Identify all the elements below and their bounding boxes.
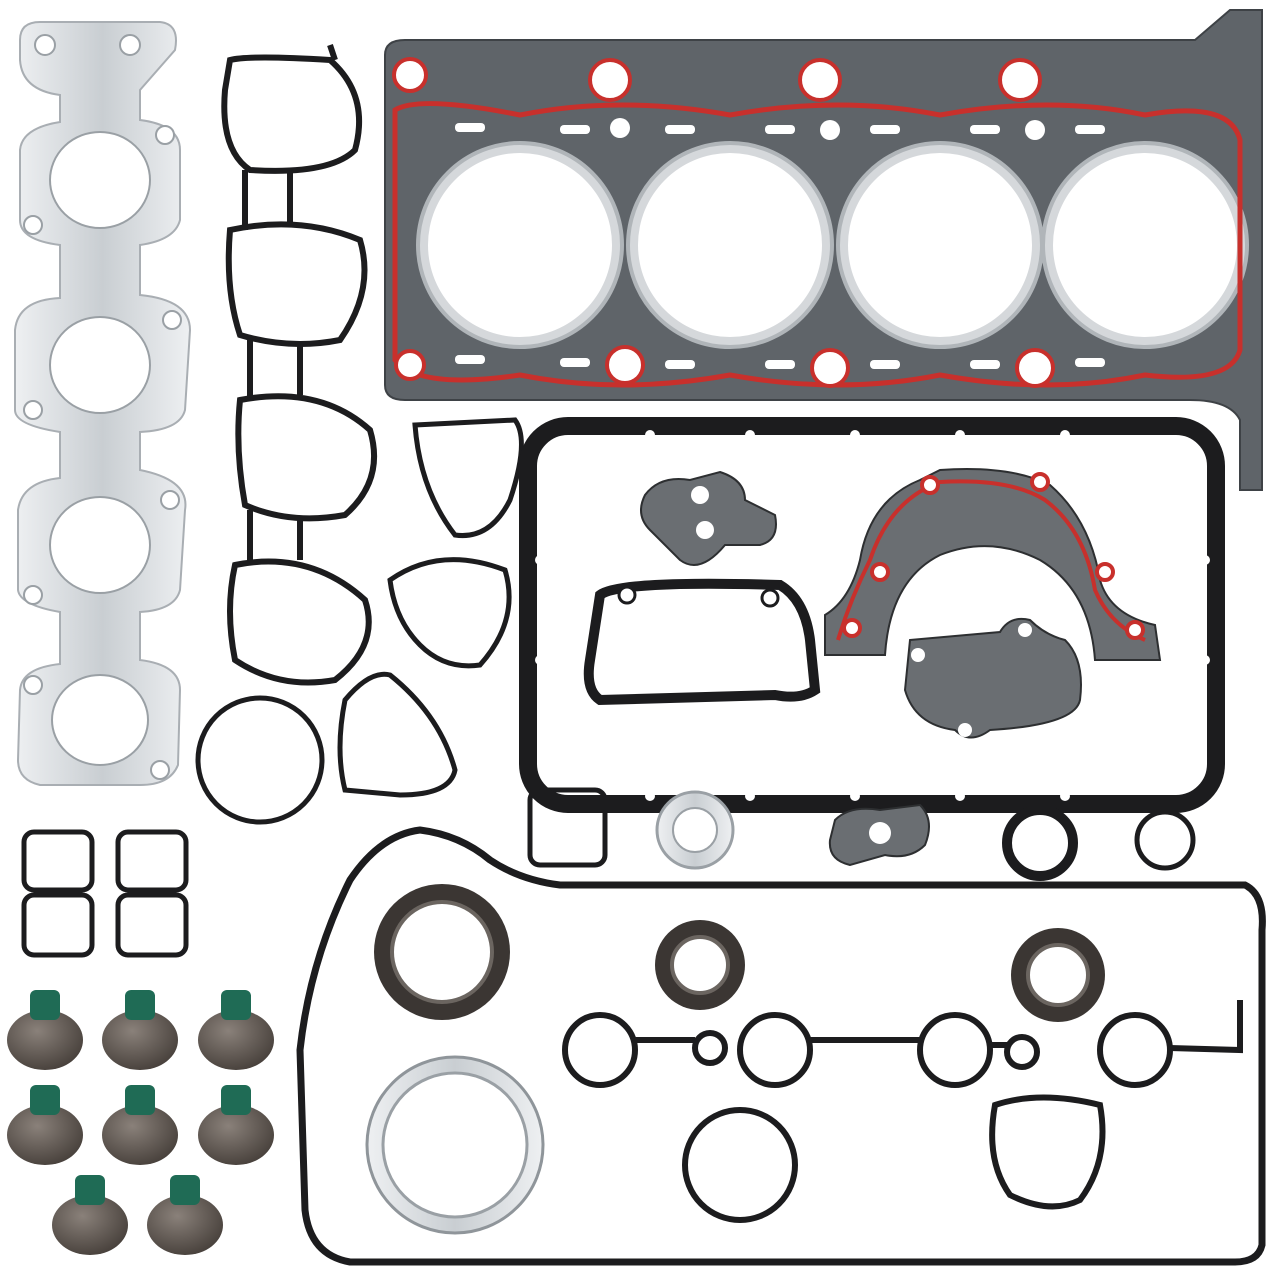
valve-stem-seal: [198, 1085, 274, 1165]
oil-seals: [365, 884, 1105, 1235]
valve-stem-seal: [7, 1085, 83, 1165]
rear-main-seal-gasket: [824, 468, 1162, 661]
cylinder-head-gasket: [384, 9, 1263, 491]
valve-stem-seal: [7, 990, 83, 1070]
oil-pan-gasket: [519, 417, 1225, 813]
throttle-body-gaskets: [195, 417, 608, 868]
valve-cover-gasket: [296, 826, 1266, 1266]
intake-manifold-gasket: [221, 44, 378, 686]
valve-stem-seal: [102, 1085, 178, 1165]
exhaust-manifold-gasket: [14, 21, 192, 786]
egr-gasket: [640, 470, 777, 566]
valve-stem-seal: [52, 1175, 128, 1255]
valve-stem-seal: [147, 1175, 223, 1255]
valve-stem-seal: [102, 990, 178, 1070]
water-pump-gasket: [583, 578, 821, 706]
valve-stem-seal: [198, 990, 274, 1070]
valve-stem-seals: [7, 990, 274, 1255]
misc-seals: [655, 790, 1196, 881]
injector-gaskets: [21, 829, 189, 958]
oil-cooler-gasket: [903, 617, 1082, 739]
